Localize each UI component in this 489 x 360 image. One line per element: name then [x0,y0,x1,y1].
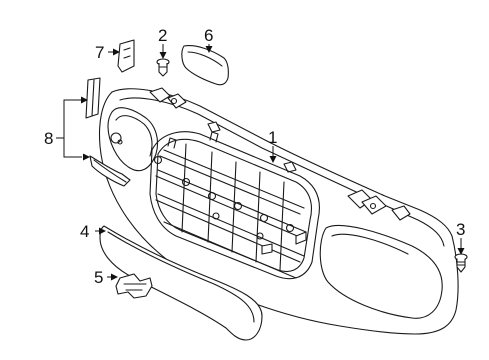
callout-5: 5 [94,268,103,287]
callout-2: 2 [158,26,167,45]
leader-lines [56,44,465,281]
upper-filler-pad [181,45,229,86]
side-bracket [117,39,135,73]
push-fastener [156,58,170,77]
callout-3: 3 [456,220,465,239]
side-molding-upper [85,77,101,119]
grille-assembly [98,87,459,335]
callout-8: 8 [44,129,53,148]
callout-6: 6 [204,26,213,45]
screw [454,253,468,273]
side-molding-lower [89,155,131,187]
callout-7: 7 [95,43,104,62]
callout-1: 1 [268,128,277,147]
emblem [115,273,153,299]
callout-4: 4 [80,222,89,241]
lower-molding [99,225,263,341]
